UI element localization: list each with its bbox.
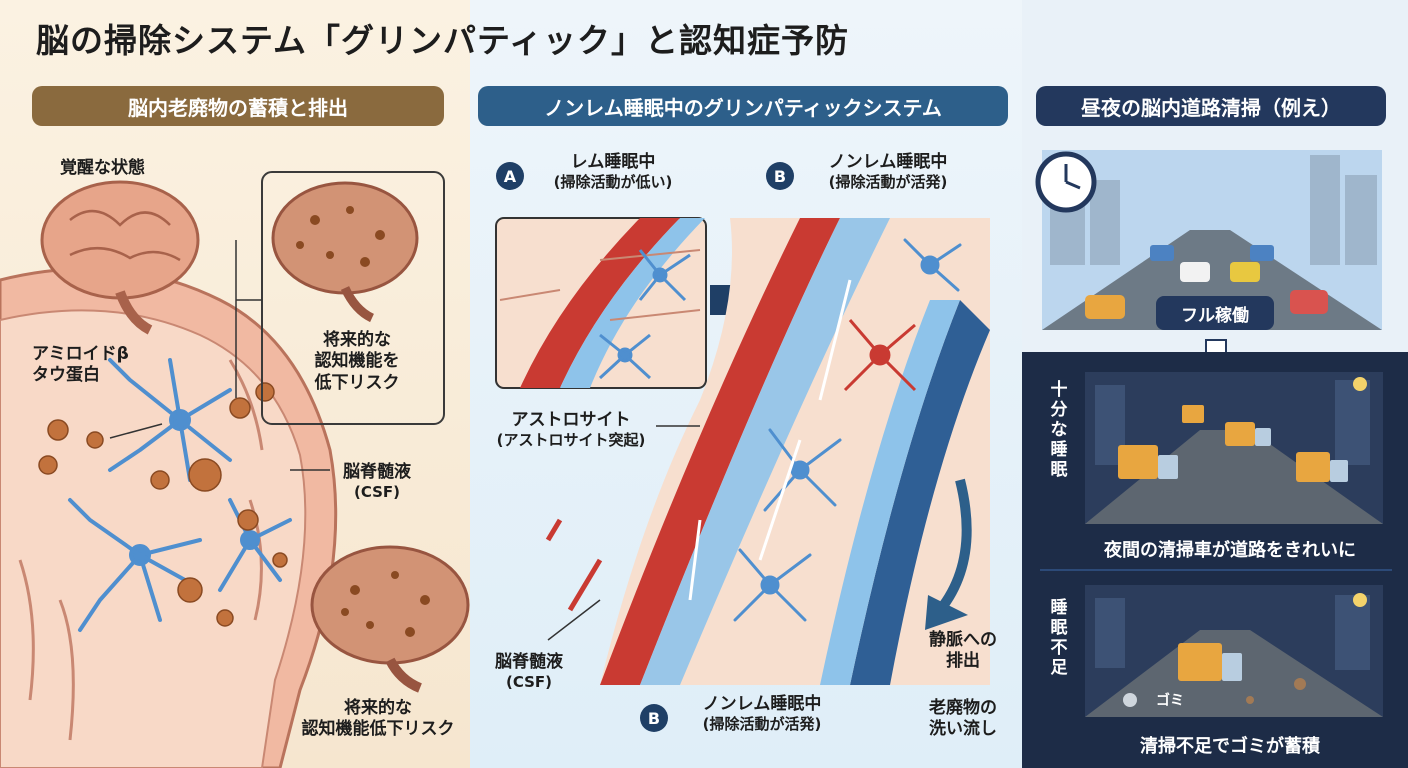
- risk-box-line-2: 認知機能を: [314, 351, 400, 372]
- badge-b-bottom: B: [640, 704, 668, 732]
- tau-line: タウ蛋白: [32, 365, 100, 386]
- nonrem-sub: (掃除活動が活発): [828, 173, 948, 192]
- nonrem-label: ノンレム睡眠中 (掃除活動が活発): [798, 152, 978, 192]
- rem-title: レム睡眠中: [570, 152, 656, 172]
- clock-icon: [1035, 151, 1097, 213]
- vein-line-1: 静脈への: [929, 630, 997, 650]
- nonrem-bottom-title: ノンレム睡眠中: [702, 694, 822, 714]
- csf-label-middle: 脳脊髄液 (CSF): [484, 652, 574, 692]
- full-operation-label: フル稼働: [1156, 296, 1274, 330]
- trash-label: ゴミ: [1156, 693, 1184, 709]
- brain-awake: [40, 180, 200, 335]
- awake-label: 覚醒な状態: [60, 158, 145, 178]
- csf-title-left: 脳脊髄液: [343, 462, 411, 482]
- enough-sleep-tag: 十分な睡眠: [1050, 380, 1068, 481]
- badge-a: A: [496, 162, 524, 190]
- nonrem-bottom-sub: (掃除活動が活発): [702, 715, 822, 734]
- csf-title-middle: 脳脊髄液: [495, 652, 563, 672]
- rem-sub: (掃除活動が低い): [553, 173, 673, 192]
- left-leader-lines: [109, 423, 330, 471]
- vein-line-2: 排出: [946, 651, 980, 672]
- astrocyte-left-1: [108, 358, 232, 482]
- amyloid-line: アミロイドβ: [32, 344, 129, 364]
- plaque-leader-line: [235, 240, 262, 398]
- badge-b: B: [766, 162, 794, 190]
- astrocyte-title: アストロサイト: [511, 410, 631, 430]
- risk-bottom-line-2: 認知機能低下リスク: [301, 719, 455, 740]
- risk-bottom-label: 将来的な 認知機能低下リスク: [288, 698, 468, 741]
- risk-callout-box: [261, 171, 445, 425]
- night-caption-1: 夜間の清掃車が道路をきれいに: [1104, 540, 1356, 561]
- main-vessel-diagram: [545, 218, 990, 685]
- page-title: 脳の掃除システム「グリンパティック」と認知症予防: [36, 21, 850, 60]
- astrocyte-sub: (アストロサイト突起): [496, 431, 646, 450]
- risk-bottom-line-1: 将来的な: [344, 698, 412, 718]
- right-header: 昼夜の脳内道路清掃（例え）: [1036, 86, 1386, 126]
- waste-line-2: 洗い流し: [929, 719, 997, 740]
- night-scene-1: [1085, 372, 1383, 524]
- csf-sub-middle: (CSF): [505, 673, 553, 692]
- brain-damaged-bottom: [310, 545, 470, 693]
- sleep-deprived-tag: 睡眠不足: [1050, 598, 1068, 679]
- amyloid-plaques: [38, 382, 288, 627]
- astrocyte-label: アストロサイト (アストロサイト突起): [486, 410, 656, 450]
- waste-label: 老廃物の 洗い流し: [914, 698, 1012, 741]
- csf-label-left: 脳脊髄液 (CSF): [332, 462, 422, 502]
- night-scene-2: [1085, 585, 1383, 717]
- rem-inset: [495, 217, 707, 389]
- csf-sub-left: (CSF): [353, 483, 401, 502]
- left-header: 脳内老廃物の蓄積と排出: [32, 86, 444, 126]
- night-caption-2: 清掃不足でゴミが蓄積: [1140, 736, 1320, 757]
- astrocyte-left-2: [68, 498, 202, 632]
- waste-line-1: 老廃物の: [929, 698, 997, 718]
- risk-box-label: 将来的な 認知機能を 低下リスク: [282, 330, 432, 394]
- middle-header: ノンレム睡眠中のグリンパティックシステム: [478, 86, 1008, 126]
- brain-damaged-top: [271, 181, 419, 323]
- vein-label: 静脈への 排出: [914, 630, 1012, 673]
- rem-label: レム睡眠中 (掃除活動が低い): [528, 152, 698, 192]
- nonrem-bottom-label: ノンレム睡眠中 (掃除活動が活発): [672, 694, 852, 734]
- brain-cross-section: [0, 267, 338, 768]
- middle-leader-lines: [547, 425, 700, 641]
- nonrem-title: ノンレム睡眠中: [828, 152, 948, 172]
- risk-box-line-1: 将来的な: [323, 330, 391, 350]
- risk-box-line-3: 低下リスク: [314, 372, 400, 393]
- amyloid-label: アミロイドβ タウ蛋白: [32, 344, 129, 387]
